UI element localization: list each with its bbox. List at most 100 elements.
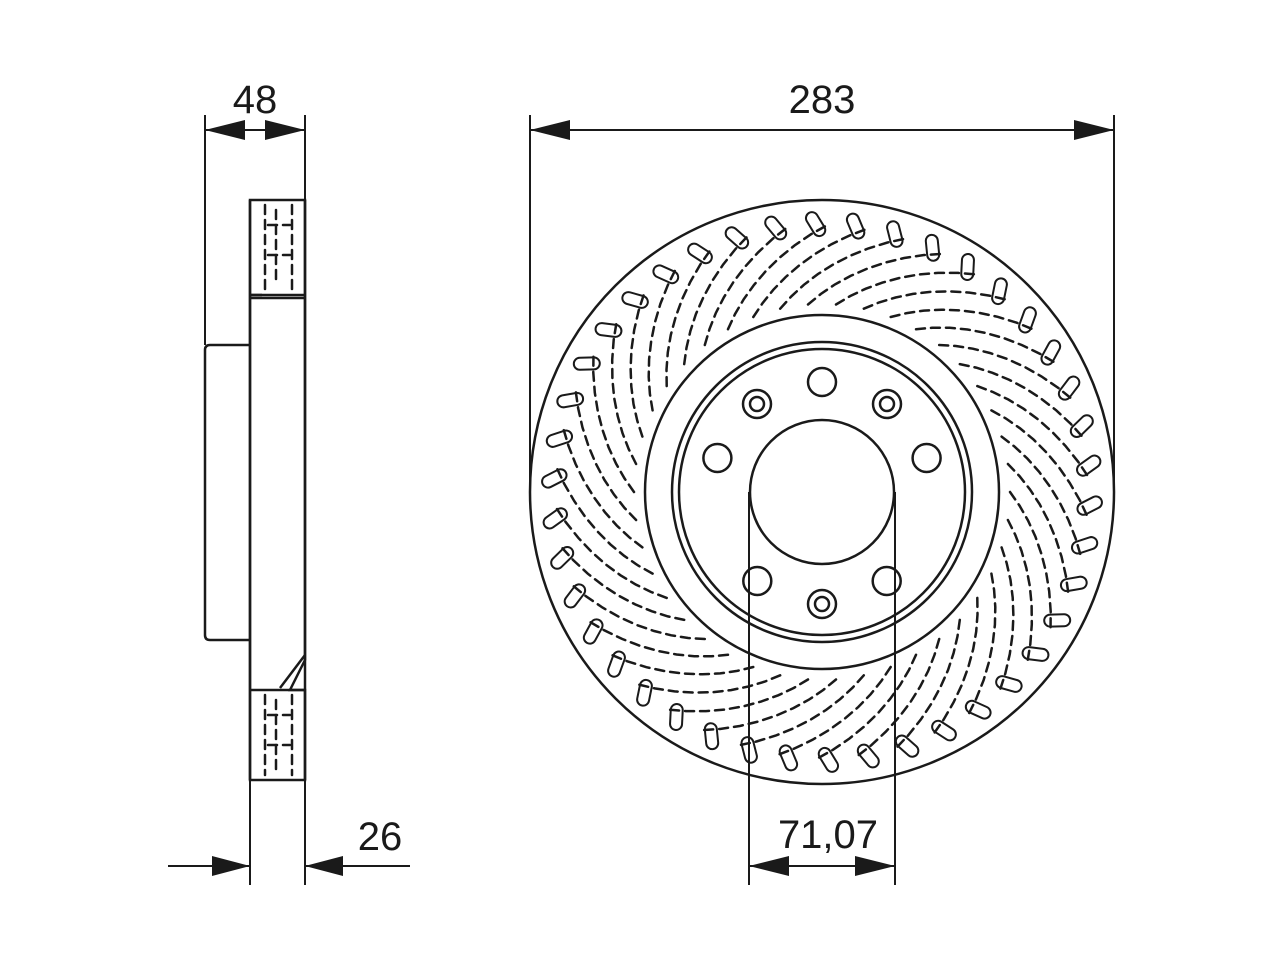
drilled-slot [1070, 536, 1099, 555]
cooling-vane [561, 424, 644, 549]
threaded-hole [871, 388, 903, 420]
threaded-hole [806, 588, 838, 620]
drilled-slot [1021, 646, 1050, 662]
drilled-slot [550, 546, 575, 570]
arrowhead [530, 120, 570, 140]
cooling-vane [606, 652, 755, 676]
cooling-vane [862, 290, 1011, 310]
arrowhead [855, 856, 895, 876]
cooling-vane [930, 596, 979, 738]
drilled-slot [541, 468, 568, 489]
cooling-vane [813, 653, 918, 762]
cooling-vane [726, 222, 831, 331]
hat-outer-edge [670, 340, 974, 644]
drilled-slot [1057, 375, 1081, 401]
cooling-vane [853, 637, 941, 760]
friction-ring-inner-edge [643, 313, 1001, 671]
threaded-hole-core [878, 395, 896, 413]
cooling-vane [557, 543, 686, 622]
front-view [528, 198, 1116, 786]
bolt-hole [911, 442, 942, 474]
drilled-slot [1069, 414, 1094, 438]
cooling-vane [806, 252, 946, 306]
drilled-slot [1076, 495, 1103, 516]
drilled-slot [607, 650, 626, 678]
threaded-hole-core [748, 395, 766, 413]
side-view-chamfer [279, 654, 306, 689]
drilled-slot [669, 703, 684, 731]
drilled-slot [545, 429, 574, 448]
threaded-hole-core [813, 595, 831, 613]
cooling-vane [778, 236, 909, 310]
arrowhead [749, 856, 789, 876]
drilled-slot [687, 242, 713, 265]
drilled-slot [817, 746, 840, 773]
drilled-slot [1059, 575, 1088, 593]
threaded-hole [741, 388, 773, 420]
cooling-vane [958, 362, 1087, 441]
cooling-vane [834, 271, 981, 306]
diameter-label: 283 [789, 78, 856, 122]
cooling-vane [990, 409, 1090, 521]
drilled-slot [894, 734, 920, 758]
bolt-hole [871, 565, 902, 597]
drilled-slot [1043, 613, 1072, 628]
drilled-slot [964, 699, 992, 720]
cooling-vane [976, 384, 1091, 481]
bolt-hole [806, 366, 838, 398]
drilled-slot [856, 743, 880, 769]
cooling-vane [773, 665, 892, 758]
side-view-lower-vents [263, 693, 294, 777]
drilled-slot [621, 291, 649, 309]
mounting-holes [702, 366, 942, 620]
arrowhead [1074, 120, 1114, 140]
disc-outer-edge [528, 198, 1116, 786]
drilled-slot [804, 211, 827, 238]
cooling-vane [703, 224, 791, 347]
drilled-slot [845, 212, 866, 240]
arrowhead [305, 856, 343, 876]
drilled-slot [995, 675, 1023, 693]
cooling-vane [937, 343, 1076, 402]
bolt-hole [702, 442, 733, 474]
centre-bore [748, 418, 896, 566]
cooling-vane [573, 386, 638, 522]
cooling-vane [554, 463, 654, 575]
drilled-slot [991, 277, 1008, 306]
drilled-slot [886, 220, 904, 248]
cooling-vane [647, 265, 679, 412]
arrowhead [212, 856, 250, 876]
drilled-slot [924, 233, 941, 262]
cooling-vane [633, 674, 782, 694]
cooling-vane [698, 678, 838, 732]
cooling-vane [1006, 518, 1034, 666]
diameter-dimension: 283 [529, 78, 1115, 492]
drilled-slot [931, 719, 957, 742]
side-view [203, 198, 307, 782]
drilled-slot [1018, 306, 1037, 334]
cooling-vane [553, 503, 668, 600]
cooling-vane [735, 674, 866, 748]
cooling-vane [610, 318, 638, 466]
drilled-slot [960, 253, 975, 281]
cooling-vane [965, 572, 997, 719]
cooling-vane [1008, 490, 1052, 634]
cooling-vane [665, 246, 714, 388]
side-view-hat [203, 343, 250, 642]
thickness-label: 48 [233, 78, 278, 122]
cooling-vane [629, 289, 647, 438]
cooling-vane [1006, 462, 1071, 598]
drilled-slot [636, 678, 653, 707]
drilled-slot [594, 322, 623, 338]
bolt-hole [742, 565, 773, 597]
cooling-vane [752, 226, 871, 319]
cooling-vane [997, 546, 1015, 695]
drilled-slot [563, 583, 587, 609]
drilled-slot [542, 507, 568, 530]
hat-step [677, 347, 967, 637]
cooling-vane [682, 232, 752, 366]
centre-bore-dimension: 71,07 [748, 492, 896, 885]
drilled-slot [703, 722, 720, 751]
cooling-vane [1000, 435, 1083, 560]
